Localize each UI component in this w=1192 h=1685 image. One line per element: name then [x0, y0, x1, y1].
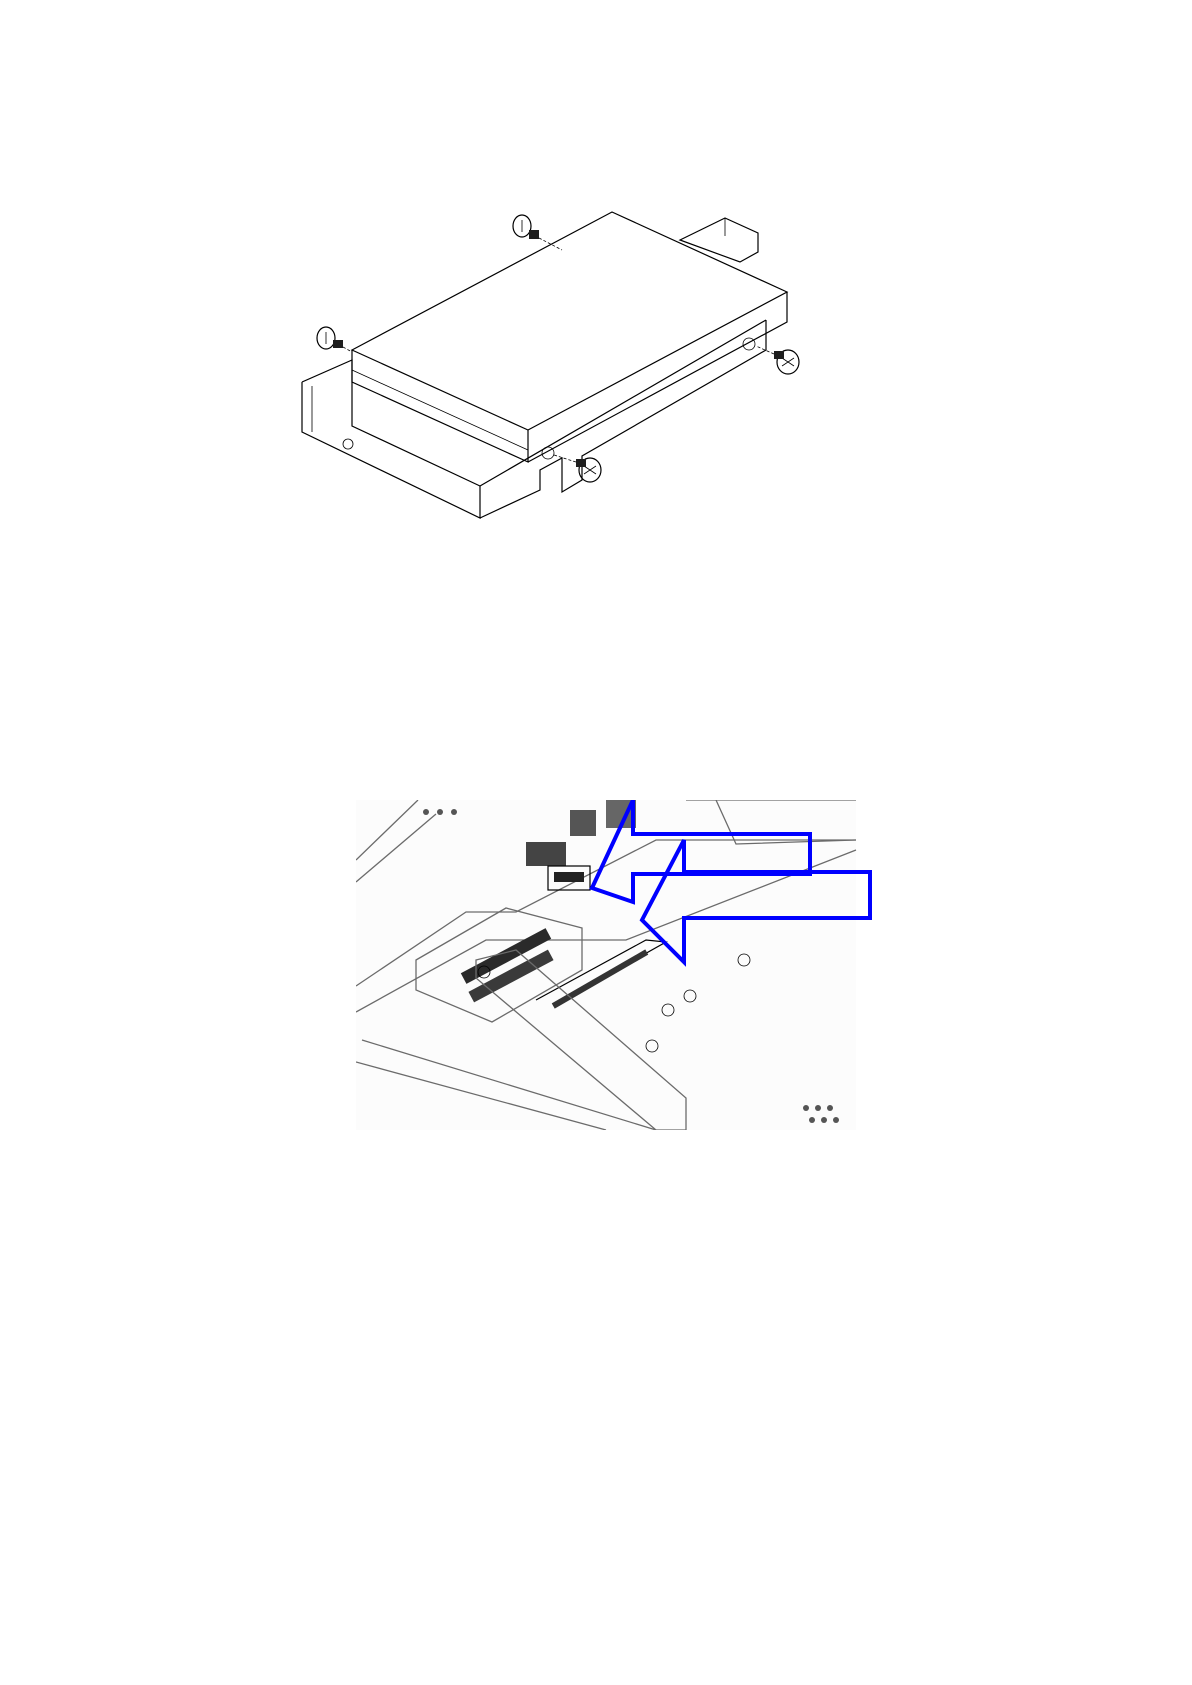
screw[interactable] — [317, 327, 352, 352]
bracket-hole — [343, 439, 353, 449]
photo-background — [356, 800, 856, 1130]
screw[interactable] — [513, 215, 562, 250]
hard-drive — [352, 212, 787, 462]
hdd-bracket-drawing — [300, 200, 840, 540]
drive-connectors-figure — [356, 800, 956, 1130]
mounting-bracket — [302, 320, 766, 518]
hdd-bracket-figure — [300, 200, 840, 540]
drive-connectors-photo — [356, 800, 956, 1130]
bracket-hole — [743, 338, 755, 350]
screw[interactable] — [756, 346, 799, 374]
